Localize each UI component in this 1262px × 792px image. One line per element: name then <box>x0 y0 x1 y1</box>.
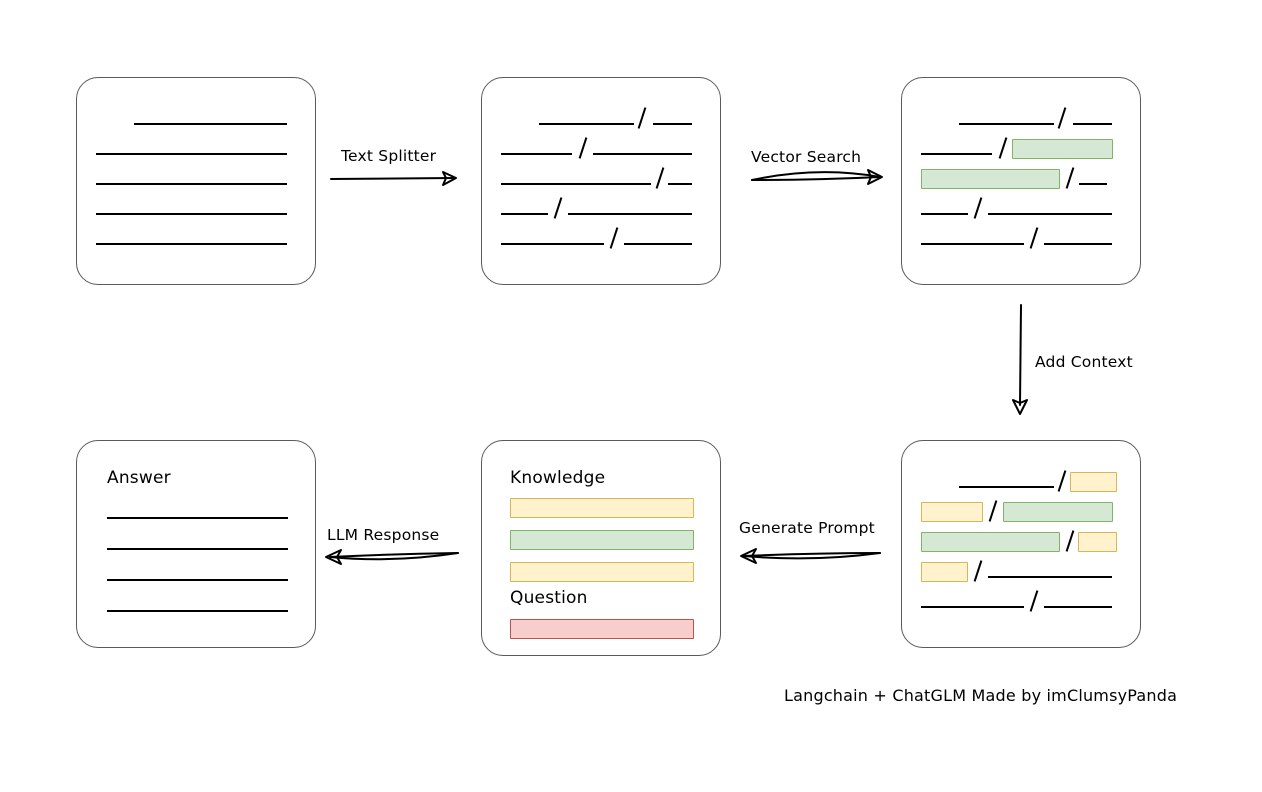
edge-label-vector-search: Vector Search <box>751 148 862 166</box>
doc-line <box>134 123 287 125</box>
knowledge-bar[interactable] <box>510 530 694 550</box>
doc-line-segment <box>501 243 604 245</box>
doc-line-segment <box>959 486 1054 488</box>
node-context-document[interactable] <box>901 440 1141 648</box>
chunk-separator-slash <box>1029 227 1039 249</box>
doc-line <box>107 579 288 581</box>
doc-line-segment <box>921 243 1024 245</box>
chunk-separator-slash <box>655 167 665 189</box>
context-chunk-highlight[interactable] <box>1078 532 1117 552</box>
doc-line-segment <box>1044 606 1112 608</box>
doc-line-segment <box>568 213 692 215</box>
edge-label-add-context: Add Context <box>1035 353 1133 371</box>
matched-chunk-highlight[interactable] <box>921 169 1060 189</box>
chunk-separator-slash <box>578 137 588 159</box>
doc-line-segment <box>959 123 1054 125</box>
chunk-separator-slash <box>1065 530 1075 552</box>
chunk-separator-slash <box>609 227 619 249</box>
doc-line <box>96 243 287 245</box>
knowledge-bar[interactable] <box>510 498 694 518</box>
node-source-document[interactable] <box>76 77 316 285</box>
doc-line-segment <box>921 153 992 155</box>
context-chunk-highlight[interactable] <box>921 502 983 522</box>
doc-line <box>107 517 288 519</box>
chunk-separator-slash <box>973 197 983 219</box>
doc-line-segment <box>921 606 1024 608</box>
doc-line <box>107 548 288 550</box>
edge-text-splitter <box>330 171 457 186</box>
knowledge-bar[interactable] <box>510 562 694 582</box>
edge-add-context <box>1012 304 1028 415</box>
doc-line-segment <box>988 213 1112 215</box>
matched-chunk-highlight[interactable] <box>1012 139 1113 159</box>
doc-line <box>107 610 288 612</box>
matched-chunk-highlight[interactable] <box>1003 502 1113 522</box>
footer-credit: Langchain + ChatGLM Made by imClumsyPand… <box>784 686 1178 705</box>
doc-line-segment <box>1073 123 1112 125</box>
knowledge-label: Knowledge <box>510 468 606 488</box>
edge-label-generate-prompt: Generate Prompt <box>739 519 875 537</box>
doc-line-segment <box>988 576 1112 578</box>
doc-line <box>96 153 287 155</box>
edge-vector-search <box>751 169 883 185</box>
node-split-document[interactable] <box>481 77 721 285</box>
question-bar[interactable] <box>510 619 694 639</box>
doc-line-segment <box>668 183 692 185</box>
edge-llm-response <box>325 549 459 565</box>
doc-line-segment <box>501 183 651 185</box>
context-chunk-highlight[interactable] <box>921 562 968 582</box>
doc-line-segment <box>501 213 548 215</box>
doc-line-segment <box>1079 183 1107 185</box>
edge-label-text-splitter: Text Splitter <box>341 147 437 165</box>
answer-title: Answer <box>107 468 171 488</box>
node-prompt[interactable]: Knowledge Question <box>481 440 721 656</box>
node-vector-matched-document[interactable] <box>901 77 1141 285</box>
chunk-separator-slash <box>1065 167 1075 189</box>
chunk-separator-slash <box>988 500 998 522</box>
chunk-separator-slash <box>998 137 1008 159</box>
chunk-separator-slash <box>1057 107 1067 129</box>
doc-line-segment <box>1044 243 1112 245</box>
chunk-separator-slash <box>553 197 563 219</box>
doc-line-segment <box>921 213 968 215</box>
chunk-separator-slash <box>1057 470 1067 492</box>
question-label: Question <box>510 588 588 608</box>
matched-chunk-highlight[interactable] <box>921 532 1060 552</box>
chunk-separator-slash <box>973 560 983 582</box>
doc-line-segment <box>539 123 634 125</box>
doc-line <box>96 183 287 185</box>
doc-line-segment <box>501 153 572 155</box>
doc-line <box>96 213 287 215</box>
doc-line-segment <box>624 243 692 245</box>
doc-line-segment <box>653 123 692 125</box>
doc-line-segment <box>593 153 692 155</box>
node-answer[interactable]: Answer <box>76 440 316 648</box>
edge-label-llm-response: LLM Response <box>327 526 440 544</box>
chunk-separator-slash <box>637 107 647 129</box>
context-chunk-highlight[interactable] <box>1070 472 1117 492</box>
edge-generate-prompt <box>740 548 881 564</box>
chunk-separator-slash <box>1029 590 1039 612</box>
